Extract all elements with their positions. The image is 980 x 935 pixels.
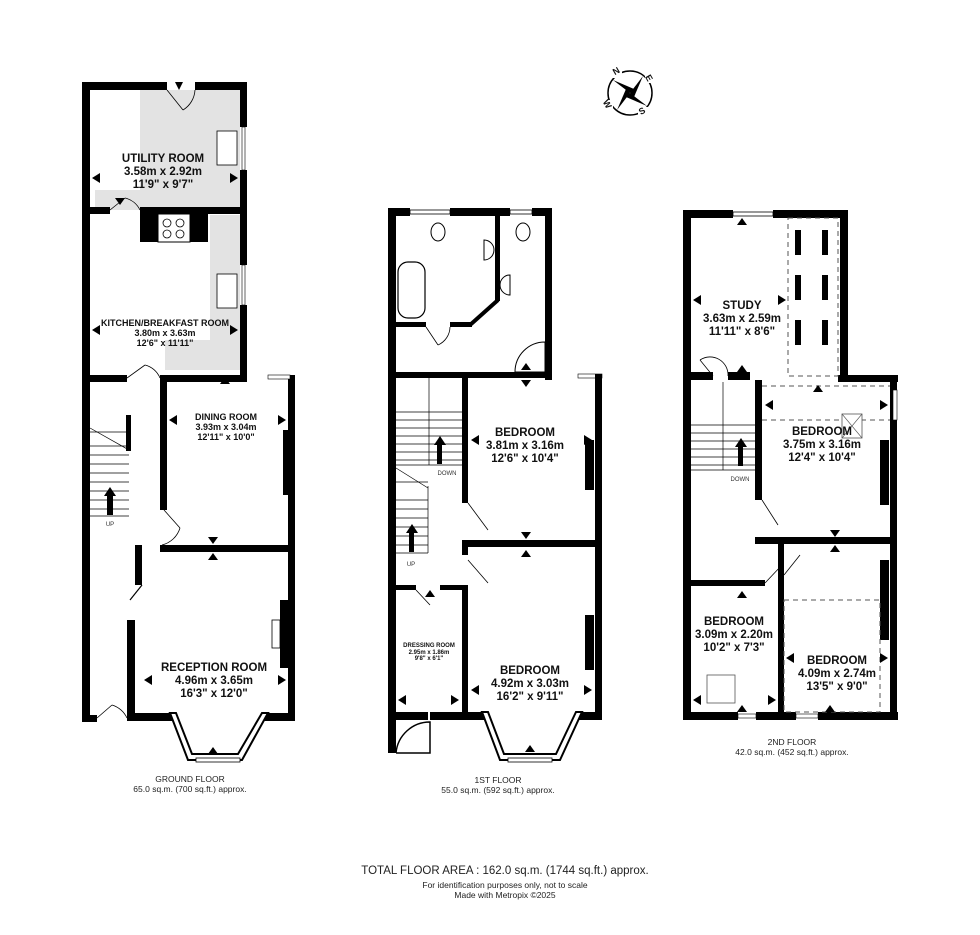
- room-label-second-floor-bedroom-front: BEDROOM 4.09m x 2.74m 13'5" x 9'0": [798, 655, 876, 694]
- room-metric: 3.58m x 2.92m: [123, 165, 203, 178]
- room-label-first-floor-bedroom-front: BEDROOM 4.92m x 3.03m 16'2" x 9'11": [491, 665, 569, 704]
- floor-name: 2ND FLOOR: [767, 737, 817, 747]
- room-name: BEDROOM: [806, 655, 868, 667]
- ground-floor-plan: [82, 82, 295, 763]
- room-name: KITCHEN/BREAKFAST ROOM: [101, 318, 229, 328]
- first-floor-plan: [388, 208, 603, 763]
- floor-area: 55.0 sq.m. (592 sq.ft.) approx.: [441, 784, 555, 795]
- floor-name: 1ST FLOOR: [474, 775, 522, 785]
- room-name: RECEPTION ROOM: [160, 662, 268, 674]
- room-label-utility-room: UTILITY ROOM 3.58m x 2.92m 11'9" x 9'7": [122, 153, 204, 192]
- room-label-dressing-room: DRESSING ROOM 2.95m x 1.86m 9'8" x 6'1": [403, 643, 455, 663]
- second-floor-caption: 2ND FLOOR 42.0 sq.m. (452 sq.ft.) approx…: [735, 737, 849, 758]
- room-imperial: 10'2" x 7'3": [703, 641, 765, 654]
- room-metric: 4.96m x 3.65m: [174, 674, 253, 687]
- room-label-second-floor-bedroom-rear: BEDROOM 3.75m x 3.16m 12'4" x 10'4": [783, 426, 861, 465]
- room-name: DRESSING ROOM: [403, 643, 455, 649]
- room-imperial: 13'5" x 9'0": [806, 680, 868, 693]
- stairs-down-label: DOWN: [437, 471, 457, 477]
- room-name: BEDROOM: [494, 427, 556, 439]
- floor-area: 42.0 sq.m. (452 sq.ft.) approx.: [735, 746, 849, 757]
- room-label-kitchen-breakfast-room: KITCHEN/BREAKFAST ROOM 3.80m x 3.63m 12'…: [101, 318, 229, 348]
- room-metric: 2.95m x 1.86m: [408, 649, 450, 656]
- room-imperial: 9'8" x 6'1": [414, 656, 444, 663]
- room-label-study: STUDY 3.63m x 2.59m 11'11" x 8'6": [703, 300, 781, 339]
- disclaimer: For identification purposes only, not to…: [422, 880, 588, 890]
- floor-name: GROUND FLOOR: [155, 774, 225, 784]
- ground-floor-caption: GROUND FLOOR 65.0 sq.m. (700 sq.ft.) app…: [133, 774, 247, 795]
- room-imperial: 11'9" x 9'7": [132, 178, 194, 191]
- room-metric: 3.09m x 2.20m: [694, 628, 774, 641]
- room-label-first-floor-bedroom-rear: BEDROOM 3.81m x 3.16m 12'6" x 10'4": [486, 427, 564, 466]
- stairs-up-label: UP: [105, 522, 115, 528]
- room-imperial: 12'4" x 10'4": [788, 451, 856, 464]
- room-name: BEDROOM: [499, 665, 561, 677]
- room-label-dining-room: DINING ROOM 3.93m x 3.04m 12'11" x 10'0": [195, 412, 257, 442]
- room-name: BEDROOM: [703, 616, 765, 628]
- stairs-down-label: DOWN: [730, 477, 750, 483]
- compass-icon: [603, 68, 655, 117]
- plan-footer: TOTAL FLOOR AREA : 162.0 sq.m. (1744 sq.…: [361, 865, 648, 901]
- room-imperial: 16'2" x 9'11": [496, 690, 564, 703]
- room-name: UTILITY ROOM: [121, 153, 205, 165]
- room-imperial: 16'3" x 12'0": [180, 687, 248, 700]
- room-name: STUDY: [722, 300, 762, 312]
- total-floor-area: TOTAL FLOOR AREA : 162.0 sq.m. (1744 sq.…: [361, 865, 649, 877]
- credit: Made with Metropix ©2025: [454, 889, 556, 900]
- room-metric: 3.80m x 3.63m: [134, 328, 196, 339]
- room-metric: 3.81m x 3.16m: [485, 439, 565, 452]
- second-floor-plan: [683, 210, 898, 720]
- room-label-reception-room: RECEPTION ROOM 4.96m x 3.65m 16'3" x 12'…: [161, 662, 267, 701]
- room-metric: 4.92m x 3.03m: [490, 677, 570, 690]
- room-imperial: 12'6" x 10'4": [491, 452, 559, 465]
- room-imperial: 12'11" x 10'0": [197, 432, 255, 443]
- floor-area: 65.0 sq.m. (700 sq.ft.) approx.: [133, 783, 247, 794]
- room-metric: 3.93m x 3.04m: [195, 422, 257, 433]
- room-imperial: 12'6" x 11'11": [136, 338, 194, 349]
- stairs-up-label: UP: [406, 562, 416, 568]
- room-metric: 3.75m x 3.16m: [782, 438, 862, 451]
- room-imperial: 11'11" x 8'6": [708, 325, 776, 338]
- first-floor-caption: 1ST FLOOR 55.0 sq.m. (592 sq.ft.) approx…: [441, 775, 555, 796]
- room-name: BEDROOM: [791, 426, 853, 438]
- room-label-second-floor-bedroom-small: BEDROOM 3.09m x 2.20m 10'2" x 7'3": [695, 616, 773, 655]
- room-metric: 4.09m x 2.74m: [797, 667, 877, 680]
- room-name: DINING ROOM: [195, 412, 257, 422]
- room-metric: 3.63m x 2.59m: [702, 312, 782, 325]
